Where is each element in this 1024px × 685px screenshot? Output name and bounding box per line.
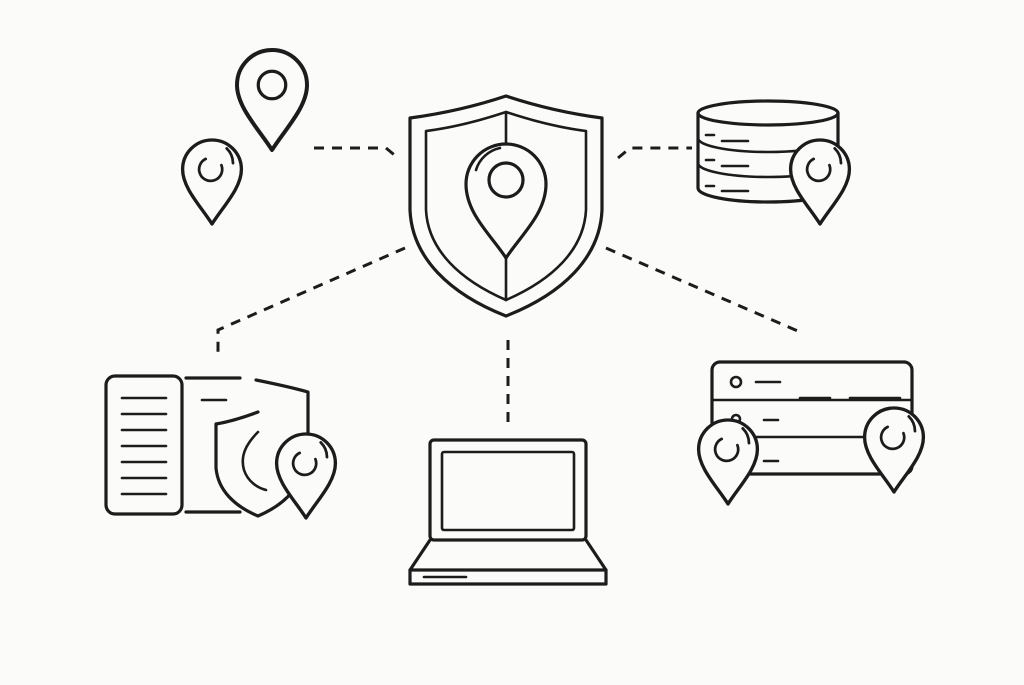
document-shield-node [104,374,338,520]
connector-server [605,246,801,334]
mobile-device-icon [104,374,184,516]
database-node [696,99,852,226]
connector-database [617,146,692,160]
connector-pins [314,146,399,160]
location-pins-node [180,48,309,226]
shield-location-icon [408,94,604,318]
connector-document [216,246,406,352]
connectors [216,146,801,428]
map-pin-icon [862,406,926,494]
map-pin-icon [180,138,244,226]
map-pin-icon [464,142,548,260]
shield-icon [214,410,294,518]
map-pin-icon [788,138,852,226]
server-node [696,360,926,506]
laptop-node [408,438,608,586]
laptop-icon [408,438,608,586]
database-icon [696,99,840,204]
map-pin-icon [235,48,309,152]
map-pin-icon [274,432,338,520]
map-pin-icon [696,418,760,506]
document-icon [184,376,310,514]
